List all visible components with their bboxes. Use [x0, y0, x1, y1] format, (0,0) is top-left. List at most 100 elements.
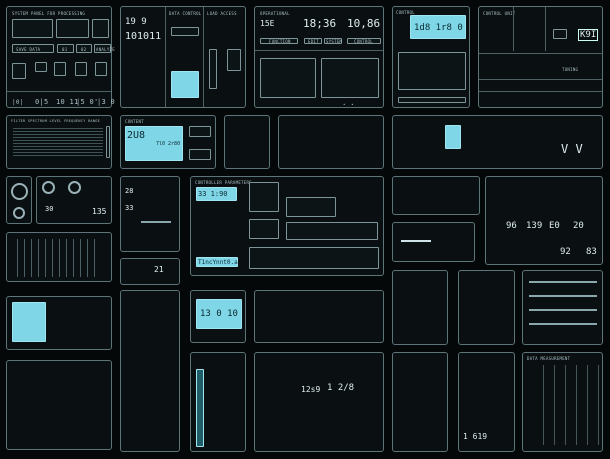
save-data-button[interactable]: SAVE DATA — [12, 44, 54, 53]
panel-title: OPERATIONAL — [260, 11, 290, 16]
dial[interactable] — [42, 181, 55, 194]
divider — [545, 7, 546, 51]
system-panel: SYSTEM PANEL FOR PROCESSING SAVE DATA 01… — [6, 6, 116, 108]
divider — [513, 7, 514, 51]
time-readout: 18;36 — [303, 17, 337, 30]
panel-title: CONTROL — [396, 10, 415, 15]
divider — [203, 7, 204, 107]
subpanel — [286, 197, 336, 217]
control-button[interactable]: CONTROL — [347, 38, 381, 44]
display-button[interactable] — [553, 29, 567, 39]
tuning-label: TUNING — [562, 67, 579, 72]
lcd-grid-display — [171, 71, 199, 98]
value-readout: 30 — [45, 205, 54, 213]
divider — [479, 79, 602, 80]
display-box — [56, 19, 89, 38]
value-box — [171, 27, 199, 36]
value-readout: 19 9 — [125, 17, 147, 27]
value-readout: 92 — [560, 247, 571, 257]
wide-panel: V V — [392, 115, 603, 169]
value-readout: 28 — [125, 187, 134, 195]
icon-button[interactable] — [189, 126, 211, 137]
value-readout: 1 619 — [463, 432, 488, 441]
data-control-panel: 19 9 101011 DATA CONTROL LOAD ACCESS — [120, 6, 246, 108]
subpanel — [249, 182, 279, 212]
switch-button[interactable] — [227, 49, 241, 71]
lcd-display: T1ncYnnt0.a — [196, 257, 238, 267]
mode-button[interactable] — [75, 62, 87, 76]
value-readout: 21 — [154, 265, 164, 274]
value-readout: 1 2/8 — [327, 383, 355, 393]
lcd-display: 2U8 7l0 2r80 — [125, 126, 183, 161]
value-readout: 33 — [125, 204, 134, 212]
panel-title: SYSTEM PANEL FOR PROCESSING — [12, 11, 86, 16]
scroll-panel: 1 619 — [458, 352, 515, 452]
option-01-button[interactable]: 01 — [57, 44, 74, 53]
panel-title: CONTROLLER PARAMETERS — [195, 180, 252, 185]
mode-button[interactable] — [54, 62, 66, 76]
terminal-panel — [6, 296, 112, 350]
option-02-button[interactable]: 02 — [76, 44, 92, 53]
lcd-label: LOAD ACCESS — [207, 11, 237, 16]
small-panel — [224, 115, 270, 169]
readout: |0| — [12, 99, 24, 106]
value-readout: K9I — [578, 29, 599, 41]
progress-bar — [401, 240, 431, 242]
readout: 0|5 — [35, 98, 49, 106]
v-indicator: V V — [561, 142, 583, 156]
panel-title: CONTENT — [125, 119, 144, 124]
gauge — [11, 183, 28, 200]
icon-button[interactable] — [189, 149, 211, 160]
subpanel — [260, 58, 316, 98]
slider[interactable] — [141, 221, 171, 223]
gauge — [13, 207, 25, 219]
table-panel — [458, 270, 515, 345]
scrollbar[interactable] — [106, 126, 110, 158]
mode-button[interactable] — [95, 62, 107, 76]
speaker-button[interactable] — [12, 63, 26, 79]
list-panel — [120, 290, 180, 452]
system-button[interactable]: SYSTEM — [324, 38, 343, 44]
progress-panel — [392, 222, 475, 262]
divider — [165, 7, 166, 107]
value-readout: 96 — [506, 221, 517, 231]
divider — [529, 295, 597, 297]
panel-title: DATA MEASUREMENT — [527, 356, 571, 361]
value-readout: 20 — [573, 221, 584, 231]
keypad-grid[interactable] — [11, 239, 95, 277]
slider-track[interactable] — [209, 49, 217, 89]
value-readout: 83 — [586, 247, 597, 257]
settings-panel — [6, 360, 112, 450]
toggle-button[interactable] — [35, 62, 47, 72]
page-dots[interactable]: • • — [343, 102, 354, 107]
divider — [529, 323, 597, 325]
divider — [479, 53, 602, 54]
edit-button[interactable]: EDIT — [304, 38, 322, 44]
panel-title: DATA CONTROL — [169, 11, 202, 16]
keypad-panel — [6, 232, 112, 282]
dial[interactable] — [68, 181, 81, 194]
slider-panel: 28 33 — [120, 176, 180, 252]
value-readout: 101011 — [125, 31, 162, 42]
control-unit-panel: CONTROL UNIT K9I TUNING — [478, 6, 603, 108]
analyze-button[interactable]: ANALYZE — [94, 44, 115, 53]
readout: 10 11 — [56, 98, 79, 106]
measurement-panel: 12s9 1 2/8 — [254, 352, 384, 452]
lcd-display — [445, 125, 461, 149]
operational-panel: OPERATIONAL 15E 18;36 10,86 FUNCTION EDI… — [254, 6, 384, 108]
bars-panel — [522, 270, 603, 345]
function-button[interactable]: FUNCTION — [260, 38, 298, 44]
panel-title: FILTER SPECTRUM LEVEL FREQUENCY RANGE — [11, 119, 101, 123]
value-readout: 10,86 — [347, 17, 381, 30]
subpanel — [286, 222, 378, 240]
meter-panel — [190, 352, 246, 452]
readout: |3 0 — [97, 98, 116, 106]
button-panel — [392, 352, 448, 452]
display-box — [92, 19, 109, 38]
button-grid[interactable] — [533, 365, 599, 445]
lcd-display: 33 1:90 — [196, 187, 237, 201]
divider — [479, 91, 602, 92]
numeric-panel: 96 139 E0 20 92 83 — [485, 176, 603, 265]
icon-panel: 21 — [120, 258, 180, 285]
value-readout: 135 — [92, 207, 107, 216]
